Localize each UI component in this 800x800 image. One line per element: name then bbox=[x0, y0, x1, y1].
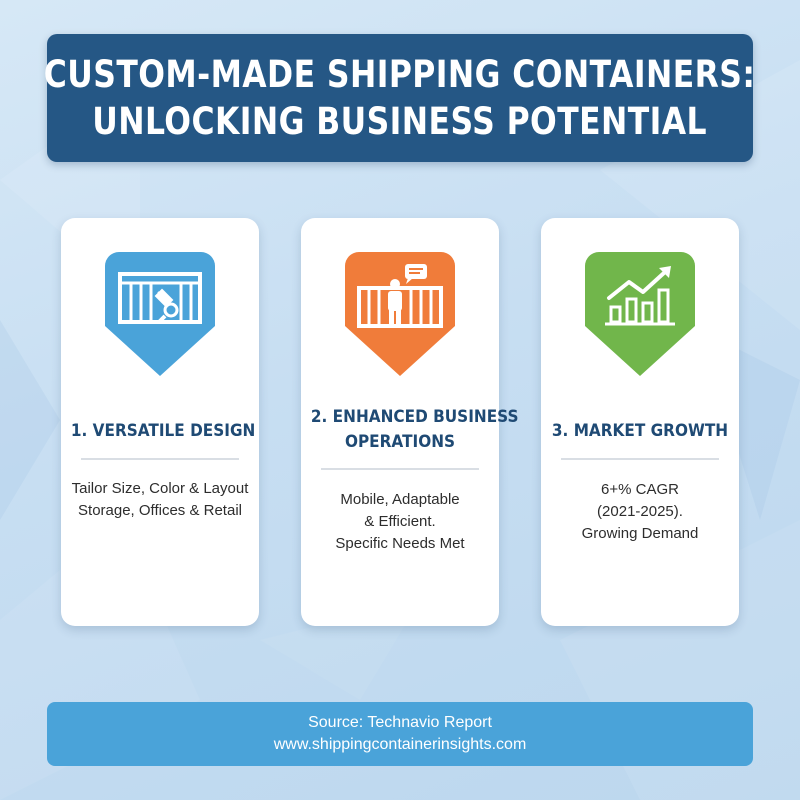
source-bar: Source: Technavio Report www.shippingcon… bbox=[47, 702, 753, 766]
card-market-growth: 3. MARKET GROWTH 6+% CAGR (2021-2025). G… bbox=[541, 218, 739, 626]
card-body-line: Specific Needs Met bbox=[335, 535, 465, 552]
card-body-line: Growing Demand bbox=[581, 525, 699, 542]
card-heading: 2. ENHANCED BUSINESS OPERATIONS bbox=[310, 405, 519, 455]
card-body-line: (2021-2025). bbox=[597, 503, 683, 520]
card-heading-line: 3. MARKET GROWTH bbox=[551, 421, 729, 441]
title-banner: CUSTOM-MADE SHIPPING CONTAINERS: UNLOCKI… bbox=[44, 34, 756, 162]
card-body-line: Mobile, Adaptable bbox=[340, 491, 460, 508]
title-line-1: CUSTOM-MADE SHIPPING CONTAINERS: bbox=[44, 53, 756, 96]
card-body-line: Tailor Size, Color & Layout bbox=[71, 480, 249, 497]
divider bbox=[561, 458, 719, 460]
divider bbox=[321, 468, 479, 470]
card-enhanced-operations: 2. ENHANCED BUSINESS OPERATIONS Mobile, … bbox=[301, 218, 519, 626]
card-heading-line: 2. ENHANCED BUSINESS bbox=[310, 407, 519, 427]
card-heading: 3. MARKET GROWTH bbox=[551, 419, 729, 444]
source-citation: Source: Technavio Report bbox=[308, 714, 492, 731]
card-versatile-design: 1. VERSATILE DESIGN Tailor Size, Color &… bbox=[61, 218, 259, 626]
title-line-2: UNLOCKING BUSINESS POTENTIAL bbox=[92, 100, 708, 143]
card-heading: 1. VERSATILE DESIGN bbox=[70, 419, 256, 444]
card-body: Mobile, Adaptable & Efficient. Specific … bbox=[301, 489, 499, 555]
card-heading-line: 1. VERSATILE DESIGN bbox=[70, 421, 256, 441]
container-person-speech-icon bbox=[345, 252, 455, 376]
container-wrench-icon bbox=[105, 252, 215, 376]
card-heading-line: OPERATIONS bbox=[344, 432, 456, 452]
source-website: www.shippingcontainerinsights.com bbox=[273, 736, 527, 753]
divider bbox=[81, 458, 239, 460]
card-body-line: & Efficient. bbox=[364, 513, 436, 530]
card-body-line: 6+% CAGR bbox=[601, 481, 679, 498]
growth-chart-icon bbox=[585, 252, 695, 376]
card-body-line: Storage, Offices & Retail bbox=[78, 502, 242, 519]
card-body: Tailor Size, Color & Layout Storage, Off… bbox=[61, 478, 259, 522]
card-body: 6+% CAGR (2021-2025). Growing Demand bbox=[541, 479, 739, 545]
